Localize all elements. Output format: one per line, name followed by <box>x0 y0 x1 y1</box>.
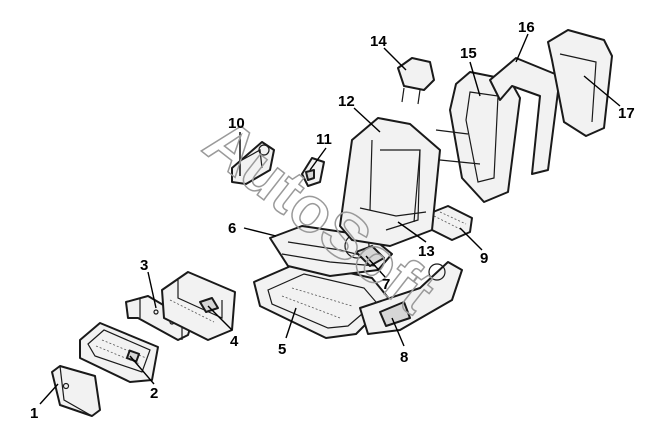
callout-15: 15 <box>460 45 477 62</box>
part-11-guide <box>301 157 325 187</box>
part-8-side-shield <box>359 261 463 335</box>
callout-8: 8 <box>400 349 408 366</box>
callout-13: 13 <box>418 243 435 260</box>
callout-12: 12 <box>338 93 355 110</box>
callout-7: 7 <box>382 276 390 293</box>
callout-3: 3 <box>140 257 148 274</box>
callout-5: 5 <box>278 341 286 358</box>
callout-16: 16 <box>518 19 535 36</box>
callout-1: 1 <box>30 405 38 422</box>
callout-6: 6 <box>228 220 236 237</box>
part-2-lower-housing <box>79 322 159 383</box>
callouts: 1 2 3 4 5 6 7 8 9 10 11 12 13 14 15 16 1… <box>30 19 635 422</box>
callout-10: 10 <box>228 115 245 132</box>
part-17-rear-panel <box>547 29 613 137</box>
part-4-module <box>161 271 236 341</box>
part-10-hinge <box>231 141 275 185</box>
callout-14: 14 <box>370 33 387 50</box>
part-1-side-trim <box>51 365 101 417</box>
callout-9: 9 <box>480 250 488 267</box>
callout-17: 17 <box>618 105 635 122</box>
part-16-tube-frame <box>489 57 561 175</box>
part-7-link <box>355 245 385 267</box>
leader-lines <box>39 33 621 405</box>
part-14-head-restraint <box>397 57 435 105</box>
callout-11: 11 <box>316 131 332 148</box>
callout-4: 4 <box>230 333 239 350</box>
part-15-backrest-frame <box>435 71 521 203</box>
callout-2: 2 <box>150 385 158 402</box>
